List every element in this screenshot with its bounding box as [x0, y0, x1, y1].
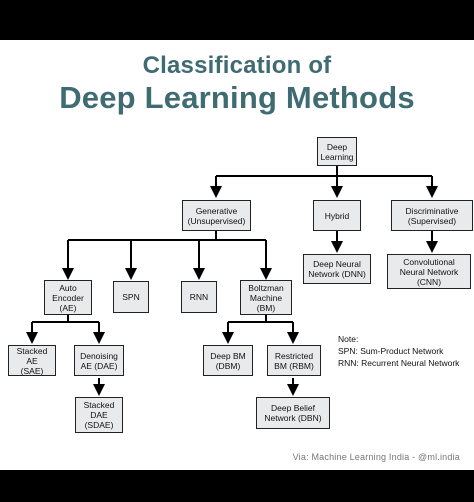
title-line-2: Deep Learning Methods: [59, 80, 415, 115]
title-line-1: Classification of: [142, 52, 332, 79]
node-spn: SPN: [113, 281, 149, 313]
node-dbn: Deep Belief Network (DBN): [256, 397, 330, 429]
node-boltzman: Boltzman Machine (BM): [240, 280, 292, 315]
note-line-spn: SPN: Sum-Product Network: [338, 346, 444, 356]
node-dnn: Deep Neural Network (DNN): [303, 254, 371, 284]
note-heading: Note:: [338, 334, 359, 344]
source-credit: Via: Machine Learning India - @ml.india: [292, 452, 460, 462]
node-cnn: Convolutional Neural Network (CNN): [387, 254, 471, 289]
node-autoencoder: Auto Encoder (AE): [44, 280, 92, 315]
node-dae: Denoising AE (DAE): [74, 345, 124, 376]
node-sae: Stacked AE (SAE): [8, 345, 56, 376]
note-line-rnn: RNN: Recurrent Neural Network: [338, 358, 460, 368]
abbreviation-note: Note: SPN: Sum-Product Network RNN: Recu…: [338, 333, 468, 369]
node-hybrid: Hybrid: [313, 200, 361, 231]
node-generative: Generative (Unsupervised): [182, 200, 251, 231]
node-rnn: RNN: [181, 281, 217, 313]
node-rbm: Restricted BM (RBM): [267, 345, 321, 376]
node-discriminative: Discriminative (Supervised): [391, 200, 473, 231]
node-deep-learning: Deep Learning: [317, 137, 357, 166]
node-dbm: Deep BM (DBM): [203, 345, 253, 376]
node-sdae: Stacked DAE (SDAE): [75, 397, 123, 433]
